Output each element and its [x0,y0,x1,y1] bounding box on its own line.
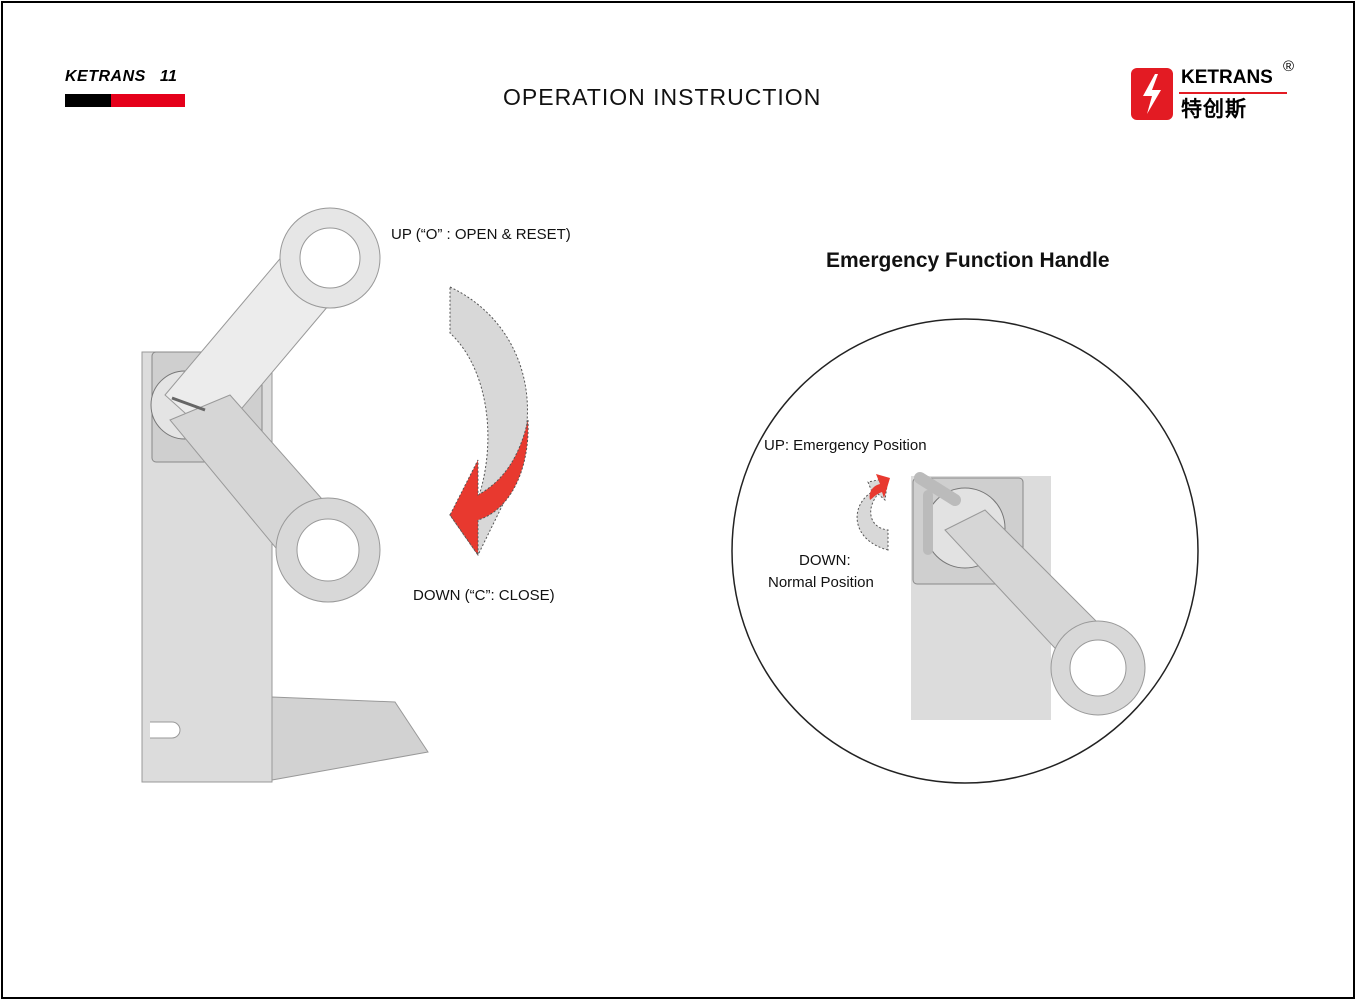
down-label: DOWN: [799,552,851,569]
left-logo-bar [65,94,185,107]
rotation-arrow-down [449,286,529,557]
detail-circle [731,318,1199,784]
normal-position-label: Normal Position [768,574,874,591]
handle-down-position [169,394,381,603]
registered-mark: ® [1283,58,1295,75]
right-logo-brand: KETRANS [1181,67,1273,88]
left-logo-number: 11 [159,68,178,85]
handle-up-position [164,207,381,441]
page-title: OPERATION INSTRUCTION [503,84,822,110]
rotation-arrow-up [856,474,890,551]
lightning-icon [1131,68,1173,120]
right-logo-chinese: 特创斯 [1181,98,1247,121]
emergency-heading: Emergency Function Handle [826,249,1110,272]
right-logo: KETRANS ® 特创斯 [1131,58,1301,122]
left-logo-brand: KETRANS [65,68,146,85]
emergency-handle [944,509,1146,716]
up-emergency-label: UP: Emergency Position [764,437,927,454]
up-open-reset-label: UP (“O” : OPEN & RESET) [391,226,571,243]
left-logo-text: KETRANS 11 [65,68,177,86]
down-close-label: DOWN (“C”: CLOSE) [413,587,555,604]
